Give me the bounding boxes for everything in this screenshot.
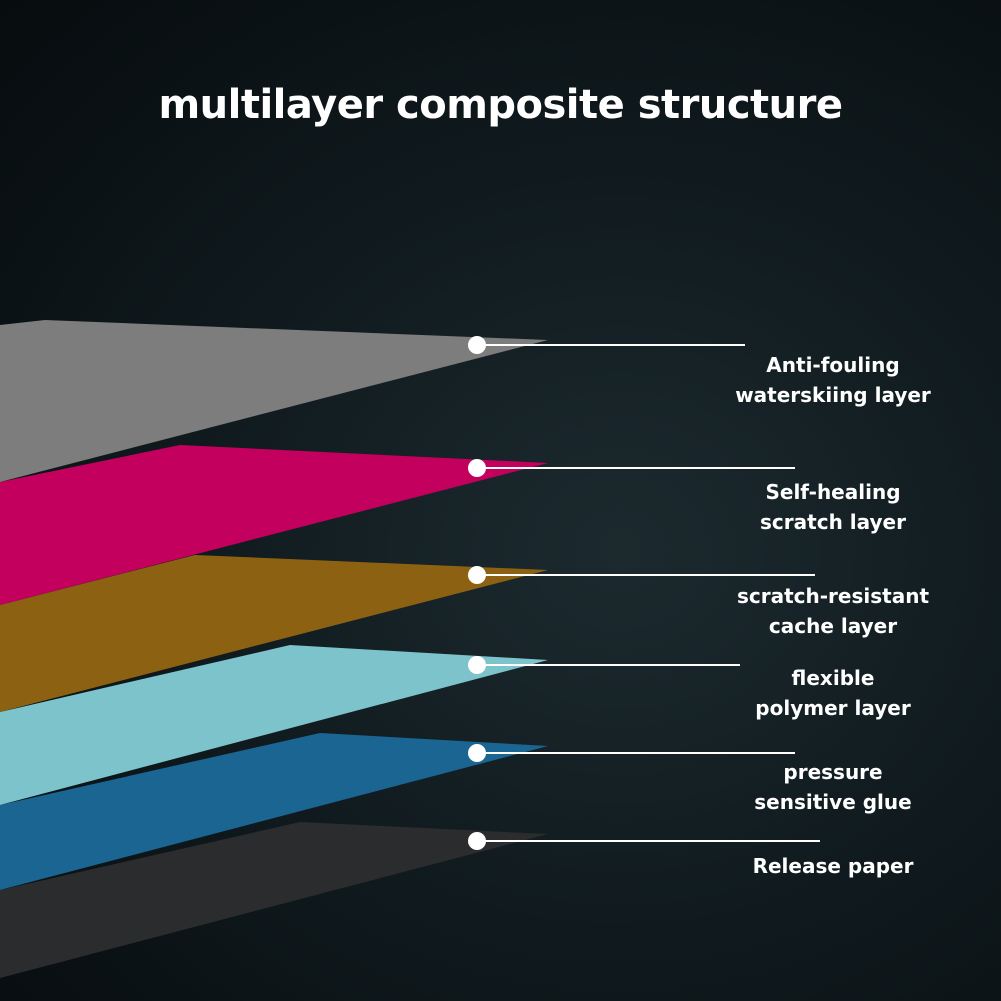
- label-line: scratch-resistant: [736, 584, 930, 608]
- connector-dot-release-paper: [468, 832, 486, 850]
- layer-wedge-pressure-glue: [0, 733, 548, 890]
- connector-dot-pressure-glue: [468, 744, 486, 762]
- connector-dot-scratch-resistant: [468, 566, 486, 584]
- label-anti-fouling-layer: Anti-fouling waterskiing layer: [716, 350, 950, 410]
- layer-wedge-flexible-polymer: [0, 645, 548, 805]
- layer-wedge-release-paper: [0, 822, 548, 978]
- layer-wedge-scratch-resistant: [0, 555, 548, 712]
- layer-wedge-self-healing: [0, 445, 548, 605]
- connector-dot-flexible-polymer: [468, 656, 486, 674]
- label-line: polymer layer: [755, 696, 911, 720]
- label-self-healing-layer: Self-healing scratch layer: [716, 477, 950, 537]
- label-line: sensitive glue: [754, 790, 912, 814]
- label-line: flexible: [791, 666, 875, 690]
- label-line: scratch layer: [760, 510, 906, 534]
- layer-shapes-group: [0, 320, 548, 978]
- label-release-paper-layer: Release paper: [716, 851, 950, 881]
- connector-dot-self-healing: [468, 459, 486, 477]
- label-scratch-resistant-layer: scratch-resistant cache layer: [716, 581, 950, 641]
- connector-lines-group: [468, 336, 820, 850]
- label-flexible-polymer-layer: flexible polymer layer: [716, 663, 950, 723]
- diagram-title: multilayer composite structure: [158, 82, 843, 128]
- connector-dot-anti-fouling: [468, 336, 486, 354]
- label-line: Anti-fouling: [766, 353, 900, 377]
- label-line: waterskiing layer: [735, 383, 931, 407]
- label-line: pressure: [783, 760, 883, 784]
- label-line: Self-healing: [765, 480, 901, 504]
- label-pressure-glue-layer: pressure sensitive glue: [716, 757, 950, 817]
- layer-wedge-anti-fouling: [0, 320, 548, 482]
- label-line: Release paper: [752, 854, 914, 878]
- label-line: cache layer: [768, 614, 898, 638]
